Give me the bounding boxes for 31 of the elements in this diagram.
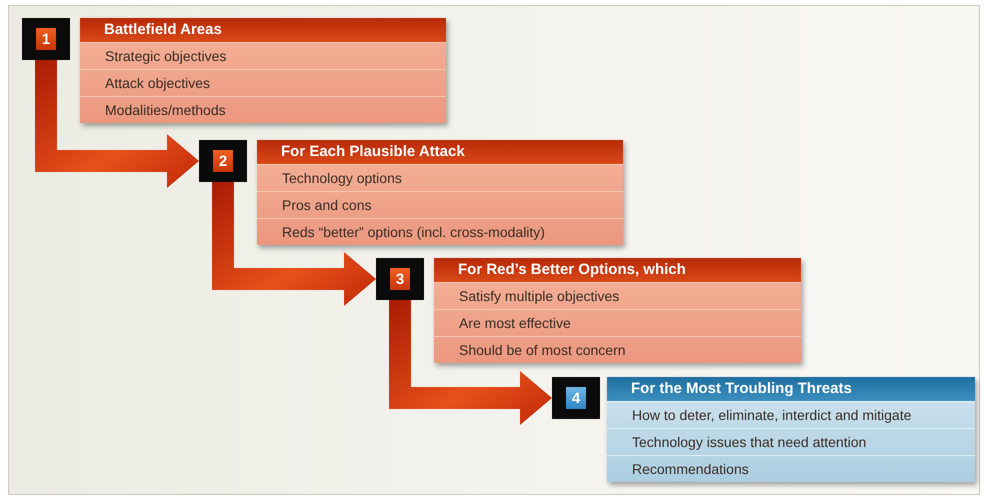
step-panel	[607, 377, 975, 482]
list-item: Should be of most concern	[434, 336, 801, 363]
panel-heading: Battlefield Areas	[80, 18, 446, 42]
list-item: How to deter, eliminate, interdict and mitigate	[607, 401, 975, 428]
panel-heading: For Each Plausible Attack	[257, 140, 623, 164]
list-item: Strategic objectives	[80, 42, 446, 69]
step-number: 3	[390, 268, 410, 290]
list-item: Modalities/methods	[80, 96, 446, 123]
list-item: Satisfy multiple objectives	[434, 282, 801, 309]
step-panel	[80, 18, 446, 123]
arrow	[212, 182, 376, 306]
list-item: Pros and cons	[257, 191, 623, 218]
list-item: Recommendations	[607, 455, 975, 482]
list-item: Technology options	[257, 164, 623, 191]
step-panel	[257, 140, 623, 245]
step-number: 1	[36, 28, 56, 50]
step-badge	[376, 258, 424, 300]
step-number: 2	[213, 150, 233, 172]
panel-heading: For the Most Troubling Threats	[607, 377, 975, 401]
list-item: Technology issues that need attention	[607, 428, 975, 455]
arrow	[35, 60, 199, 188]
step-badge	[552, 377, 600, 419]
step-panel	[434, 258, 801, 363]
step-number: 4	[566, 387, 586, 409]
step-badge	[199, 140, 247, 182]
list-item: Are most effective	[434, 309, 801, 336]
panel-heading: For Red’s Better Options, which	[434, 258, 801, 282]
arrow	[389, 300, 552, 425]
list-item: Reds “better” options (incl. cross-modality)	[257, 218, 623, 245]
step-badge	[22, 18, 70, 60]
list-item: Attack objectives	[80, 69, 446, 96]
